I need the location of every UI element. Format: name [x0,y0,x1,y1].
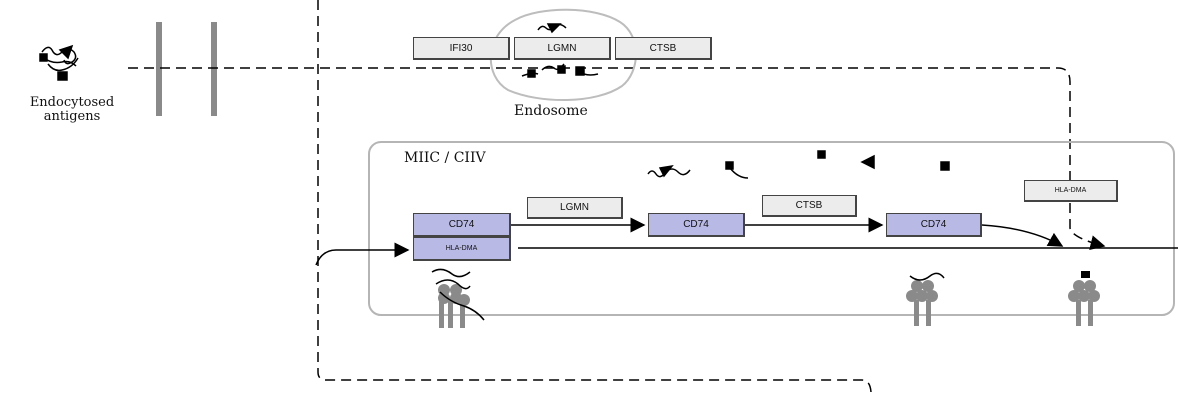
mhc-receptor-2 [906,272,945,326]
endocytosed-antigen-icon [39,44,79,81]
protein-cd74-2[interactable]: CD74 [648,213,745,237]
enzyme-ctsb-endosome[interactable]: CTSB [615,37,712,60]
protein-cd74-1[interactable]: CD74 [413,213,511,237]
miic-compartment-outline [368,141,1175,316]
processing-arrow-3 [981,224,1064,247]
membrane-bar-right [211,22,217,116]
endosome-outline [489,8,637,101]
enzyme-lgmn-processing[interactable]: LGMN [527,197,623,219]
entry-arrow [315,242,410,266]
enzyme-ifi30[interactable]: IFI30 [413,37,510,60]
protein-hla-dma-2[interactable]: HLA-DMA [1024,180,1118,202]
protein-cd74-3[interactable]: CD74 [886,213,982,237]
enzyme-ctsb-processing[interactable]: CTSB [762,195,857,217]
mhc-receptor-1 [431,268,485,328]
endosome-label: Endosome [514,103,588,119]
mhc-receptor-3 [1068,271,1100,326]
protein-hla-dma-1[interactable]: HLA-DMA [413,237,511,261]
antigen-uptake-path [128,67,1106,250]
endosome-antigen-fragments [521,23,599,78]
miic-peptide-fragments [647,150,950,179]
cytoplasm-boundary-line [317,0,872,393]
compartment-label: MIIC / CIIV [404,150,486,166]
endocytosed-antigens-label: Endocytosed antigens [4,96,140,123]
enzyme-lgmn-endosome[interactable]: LGMN [514,37,611,60]
endocytosed-antigens-label-line2: antigens [43,108,101,124]
membrane-bar-left [156,22,162,116]
endocytosed-antigens-label-line1: Endocytosed [29,95,115,110]
